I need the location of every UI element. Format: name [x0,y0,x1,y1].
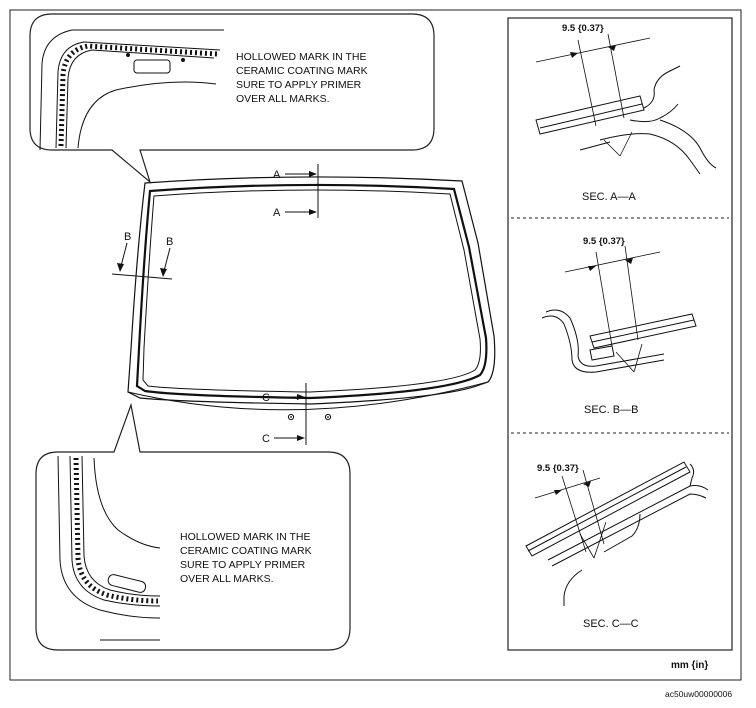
bottom-callout-note-line-4: OVER ALL MARKS. [180,573,274,585]
section-c-lower-label: C [262,433,270,445]
section-c-marker: C C [262,383,307,445]
section-b-detail: 9.5 {0.37} SEC. B—B [541,236,697,416]
units-label: mm {in} [671,660,708,671]
bottom-callout-note-line-1: HOLLOWED MARK IN THE [180,531,311,543]
section-b-label: SEC. B—B [584,404,638,416]
windshield-glass [127,176,496,421]
section-c-detail: 9.5 {0.37} SEC. C—C [525,461,709,630]
section-panel [507,17,733,651]
section-c-dimension: 9.5 {0.37} [537,463,579,474]
section-a-marker: A A [273,164,319,219]
top-callout: HOLLOWED MARK IN THE CERAMIC COATING MAR… [29,13,435,184]
bottom-callout-note-line-2: CERAMIC COATING MARK [180,545,312,557]
section-a-lower-label: A [273,207,281,219]
top-callout-note-line-2: CERAMIC COATING MARK [236,65,368,77]
section-b-dimension: 9.5 {0.37} [583,236,625,247]
section-b-left-label: B [124,231,131,243]
figure-code: ac50uw00000006 [665,689,732,699]
top-callout-note-line-4: OVER ALL MARKS. [236,93,330,105]
section-a-dimension: 9.5 {0.37} [562,23,604,34]
section-a-detail: 9.5 {0.37} SEC. A—A [535,23,717,203]
top-callout-note-line-3: SURE TO APPLY PRIMER [236,79,362,91]
section-a-label: SEC. A—A [582,191,636,203]
bottom-callout: HOLLOWED MARK IN THE CERAMIC COATING MAR… [35,402,351,651]
bottom-callout-note-line-3: SURE TO APPLY PRIMER [180,559,306,571]
top-callout-note-line-1: HOLLOWED MARK IN THE [236,51,367,63]
section-a-upper-label: A [273,169,281,181]
section-c-upper-label: C [262,392,270,404]
section-c-label: SEC. C—C [583,618,639,630]
section-b-right-label: B [166,236,173,248]
section-b-marker: B B [111,231,173,280]
